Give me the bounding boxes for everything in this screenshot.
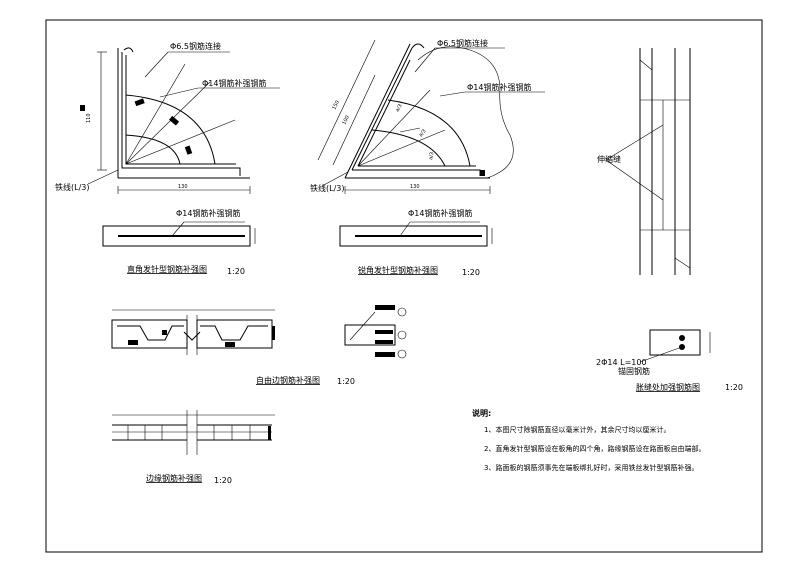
svg-text:Φ14钢筋补强钢筋: Φ14钢筋补强钢筋 [408, 208, 472, 218]
edge-bar-scale: 1:20 [214, 476, 232, 485]
sleeve-detail: 伸缩缝 [597, 48, 691, 275]
right-corner-strip: Φ14钢筋补强钢筋 直角发针型钢筋补强图 1:20 [102, 208, 256, 276]
anchor-note: 锚固钢筋 [618, 366, 650, 376]
svg-text:130: 130 [410, 184, 420, 190]
free-edge-title: 自由边钢筋补强图 [256, 375, 320, 385]
free-edge-detail: 自由边钢筋补强图 1:20 [111, 309, 355, 386]
anchor-bar-detail: 2Φ14 L=100 锚固钢筋 胀缝处加强钢筋图 1:20 [596, 329, 743, 392]
free-edge-scale: 1:20 [337, 377, 355, 386]
drawing-frame [45, 19, 763, 553]
note-item: 2、直角发针型钢筋设在板角的四个角，路缘钢筋设在路面板自由端部。 [484, 444, 705, 453]
oblique-corner-strip: Φ14钢筋补强钢筋 锐角发针型钢筋补强图 1:20 [339, 208, 493, 277]
right-corner-scale: 1:20 [227, 267, 245, 276]
oblique-bar-label: Φ14钢筋补强钢筋 [467, 82, 531, 92]
notes-block: 说明: 1、本图尺寸除钢筋直径以毫米计外，其余尺寸均以厘米计。 2、直角发针型钢… [472, 408, 705, 472]
dim-width-label: 130 [178, 184, 188, 190]
bar-label: Φ14钢筋补强钢筋 [202, 78, 266, 88]
free-edge-section [344, 305, 407, 359]
stirrup-label: Φ6.5钢筋连接 [170, 41, 221, 51]
note-item: 1、本图尺寸除钢筋直径以毫米计外，其余尺寸均以厘米计。 [484, 425, 670, 434]
svg-text:100: 100 [341, 115, 351, 126]
joint-anchor-title: 胀缝处加强钢筋图 [636, 382, 700, 392]
right-corner-title: 直角发针型钢筋补强图 [127, 264, 207, 274]
marker-block [80, 105, 85, 111]
dim-height-label: 110 [86, 113, 92, 123]
edge-bar-detail: 边缘钢筋补强图 1:20 [112, 410, 275, 485]
right-corner-detail: 110 130 Φ6.5钢筋连接 Φ14钢筋补强钢筋 铁线(L/3) [55, 41, 280, 194]
notes-heading: 说明: [472, 408, 491, 418]
strip-bar-label: Φ14钢筋补强钢筋 [176, 208, 240, 218]
note-item: 3、路面板的钢筋须事先在端板绑扎好时，采用铁丝发针型钢筋补强。 [484, 463, 698, 472]
svg-text:a/3: a/3 [428, 151, 435, 160]
joint-anchor-scale: 1:20 [725, 383, 743, 392]
svg-text:a/3: a/3 [418, 128, 428, 138]
oblique-iron-label: 铁线(L/3) [310, 183, 344, 193]
svg-text:150: 150 [331, 100, 341, 111]
oblique-stirrup-label: Φ6.5钢筋连接 [437, 38, 488, 48]
oblique-corner-title: 锐角发针型钢筋补强图 [358, 265, 438, 275]
svg-text:a/3: a/3 [395, 103, 404, 113]
iron-wire-label: 铁线(L/3) [55, 182, 89, 192]
oblique-corner-detail: 150 100 a/3 a/3 a/3 130 Φ6.5钢筋连接 Φ14钢筋补强… [310, 38, 545, 194]
oblique-corner-scale: 1:20 [462, 268, 480, 277]
sleeve-label: 伸缩缝 [597, 154, 621, 164]
edge-bar-title: 边缘钢筋补强图 [146, 473, 202, 483]
anchor-bar-label: 2Φ14 L=100 [596, 358, 647, 367]
